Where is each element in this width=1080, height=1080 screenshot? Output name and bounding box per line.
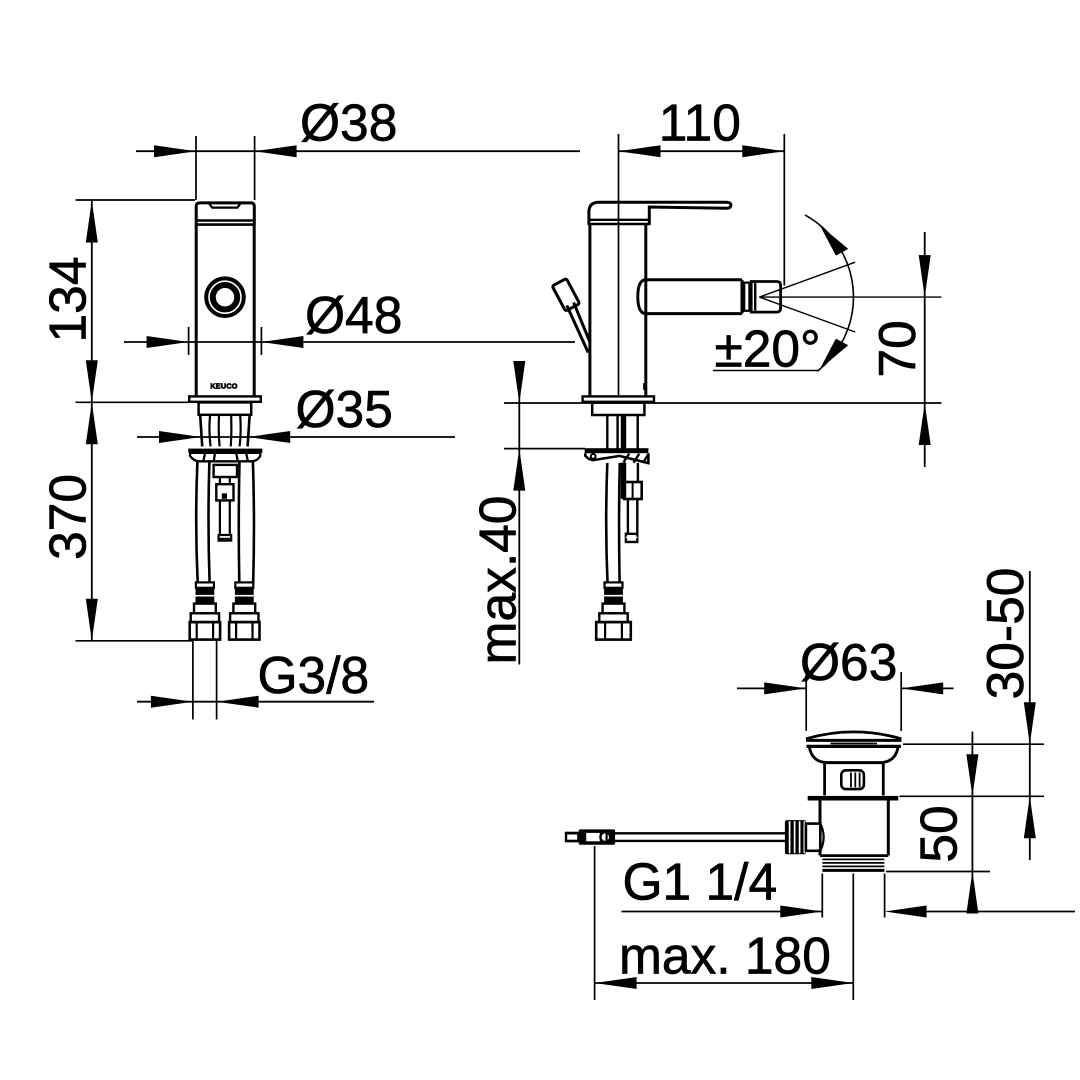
- svg-text:KEUCO: KEUCO: [210, 381, 237, 390]
- svg-text:30-50: 30-50: [976, 568, 1034, 700]
- svg-text:max.40: max.40: [469, 496, 527, 665]
- svg-text:50: 50: [910, 805, 968, 862]
- svg-text:70: 70: [868, 320, 926, 377]
- svg-text:Ø38: Ø38: [300, 94, 397, 152]
- svg-text:Ø48: Ø48: [305, 286, 402, 344]
- svg-text:G1 1/4: G1 1/4: [623, 853, 778, 911]
- svg-text:110: 110: [659, 94, 741, 152]
- svg-text:max. 180: max. 180: [619, 927, 831, 985]
- svg-text:370: 370: [39, 474, 97, 560]
- svg-text:Ø35: Ø35: [296, 380, 393, 438]
- svg-text:G3/8: G3/8: [258, 646, 370, 704]
- svg-text:134: 134: [39, 257, 97, 343]
- svg-text:Ø63: Ø63: [800, 633, 897, 691]
- svg-text:±20°: ±20°: [715, 320, 821, 378]
